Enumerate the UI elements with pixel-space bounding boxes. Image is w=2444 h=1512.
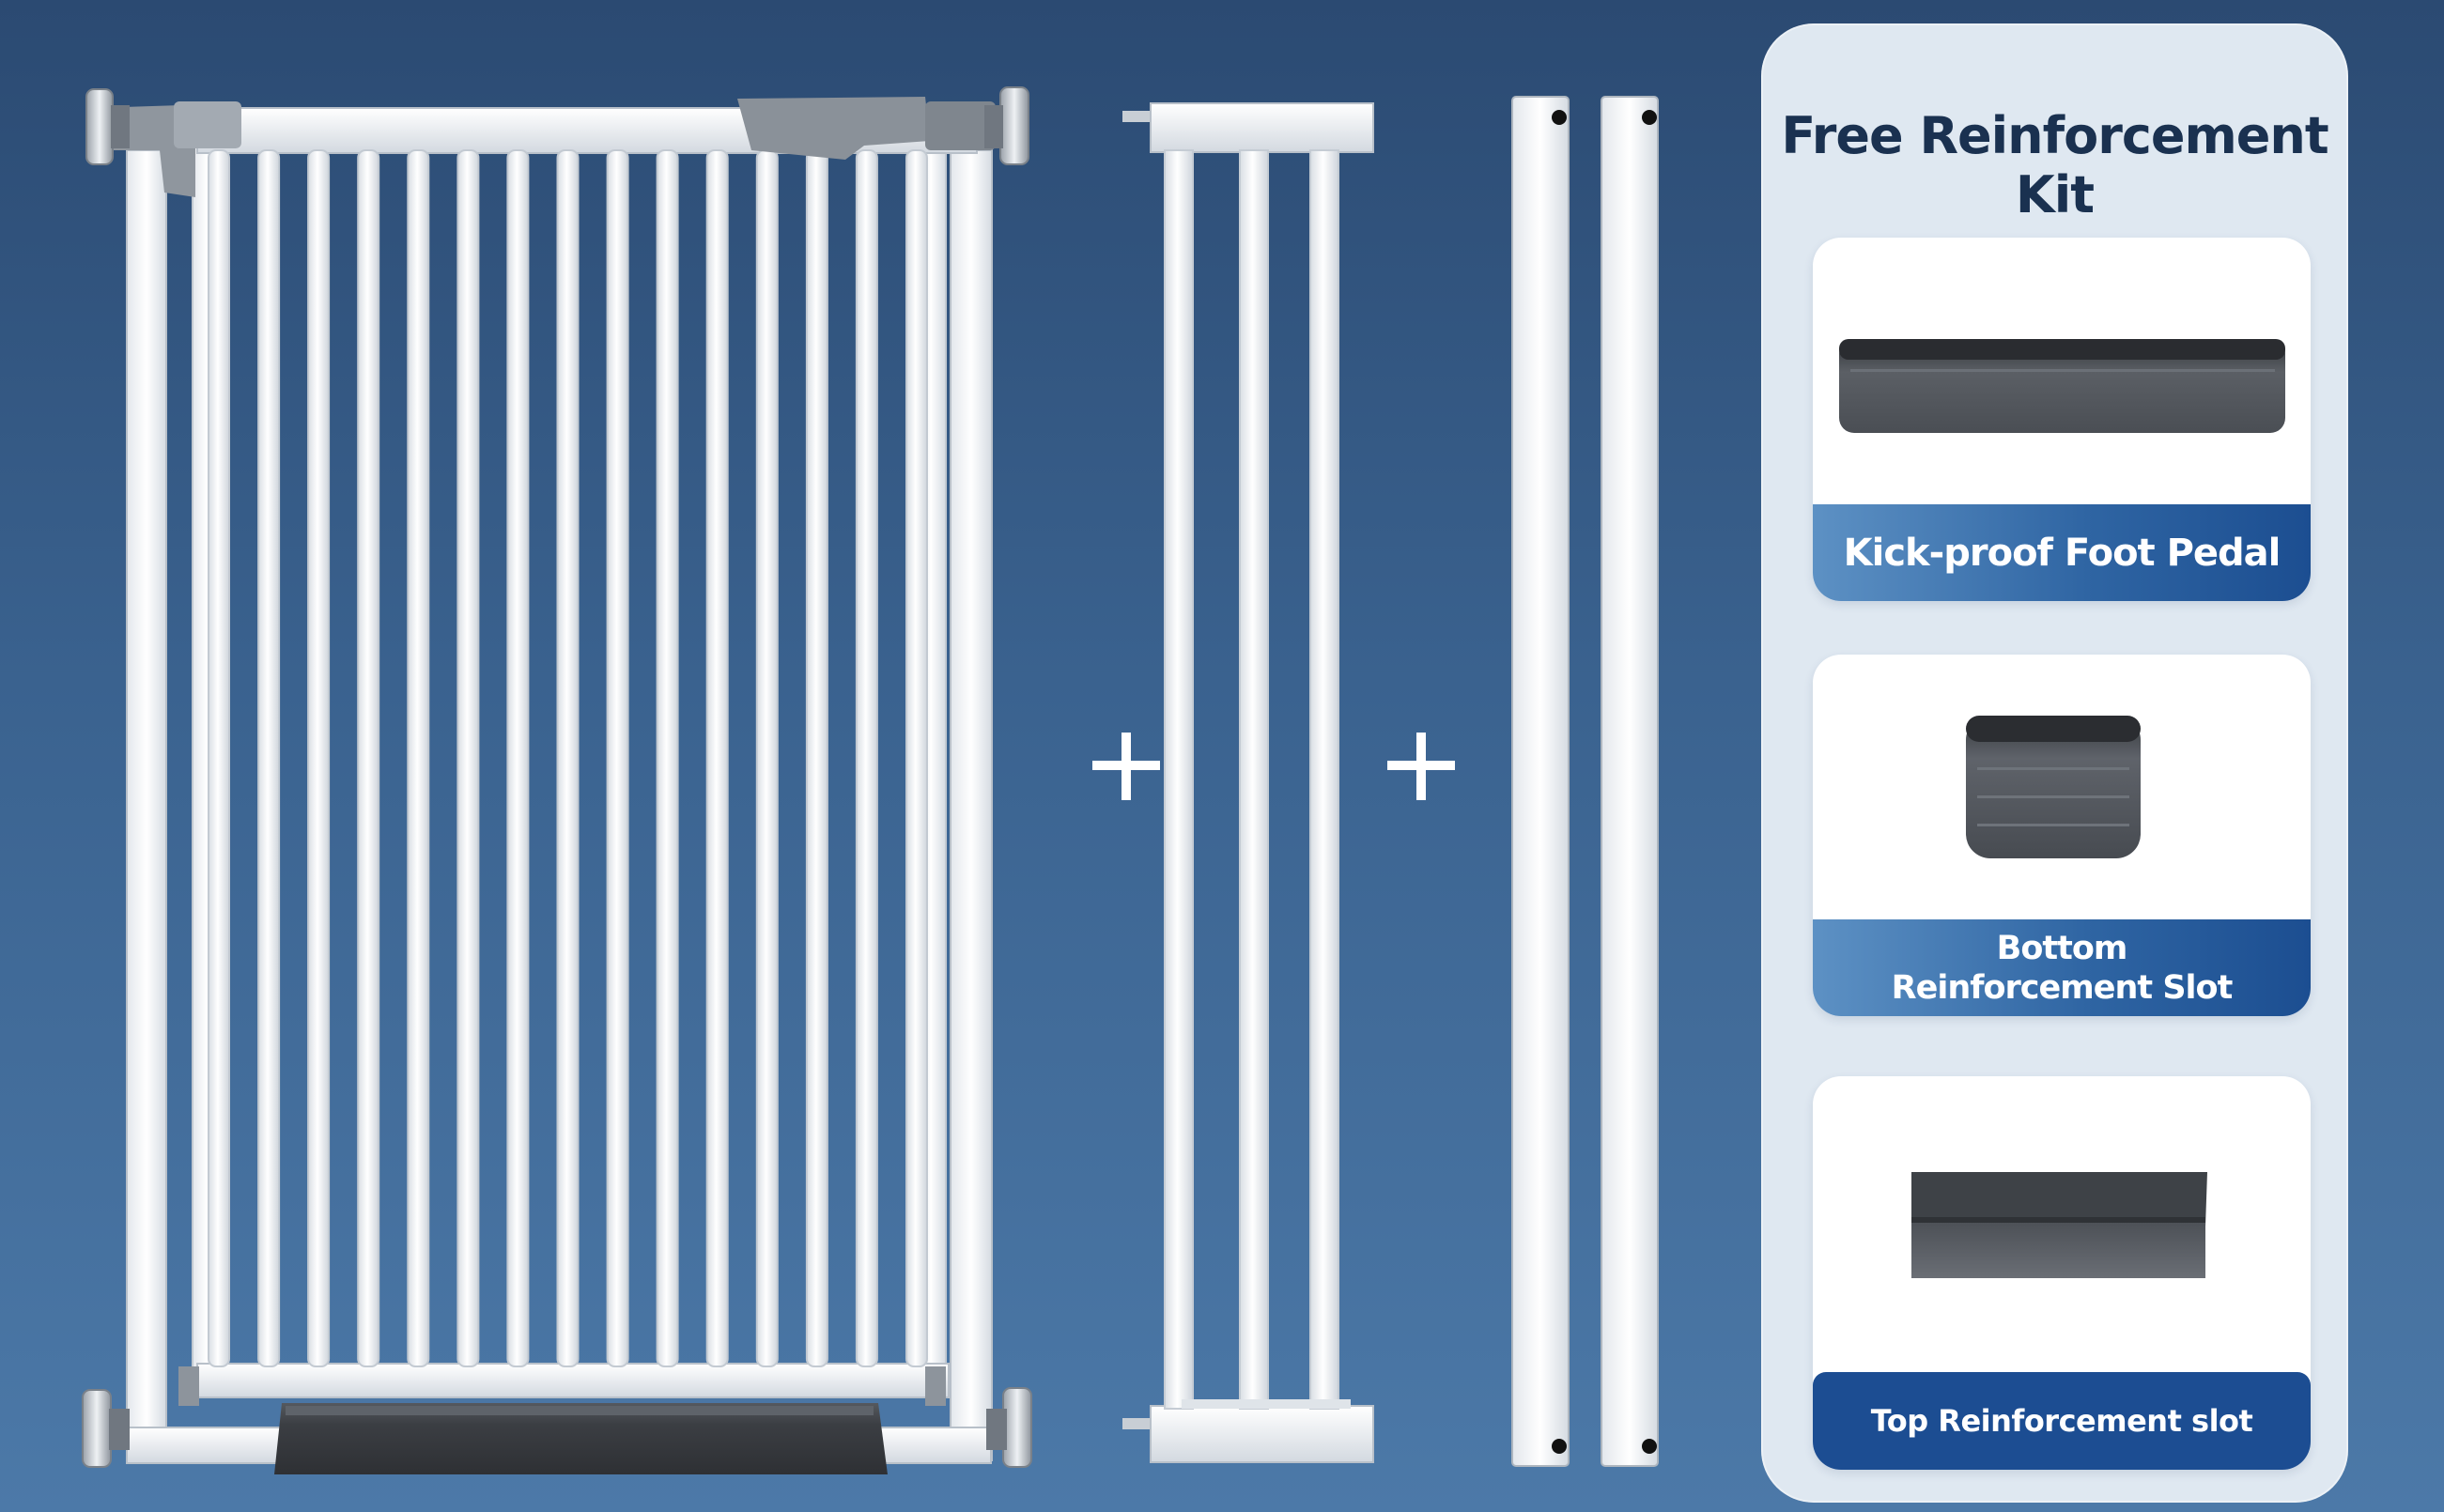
gate-bar <box>705 149 729 1367</box>
gate-bar <box>805 149 828 1367</box>
gate-left-post <box>126 149 167 1461</box>
top-slot-image <box>1911 1172 2207 1278</box>
gate-bar <box>257 149 281 1367</box>
pressure-knob-top-right <box>984 86 1029 165</box>
gate-bar <box>606 149 629 1367</box>
gate-bar <box>556 149 580 1367</box>
gate-bar <box>755 149 779 1367</box>
gate-bars <box>208 149 928 1367</box>
extension-pole-2 <box>1601 96 1659 1467</box>
gate-bar <box>208 149 230 1367</box>
pressure-knob-bottom-right <box>986 1387 1032 1468</box>
kit-card-foot-pedal: Kick-proof Foot Pedal <box>1813 238 2311 601</box>
extension-pole-1 <box>1511 96 1570 1467</box>
extension-panel <box>1122 102 1374 1463</box>
kit-card-label: Kick-proof Foot Pedal <box>1813 504 2311 601</box>
gate-bar <box>307 149 331 1367</box>
gate-illustration <box>82 86 1659 1474</box>
main-gate <box>82 86 1032 1474</box>
gate-bar <box>656 149 679 1367</box>
foot-pedal-image <box>1839 339 2285 433</box>
gate-bar <box>456 149 480 1367</box>
kit-card-label: Bottom Reinforcement Slot <box>1813 919 2311 1016</box>
pressure-knob-bottom-left <box>82 1389 130 1468</box>
bottom-slot-image <box>1966 716 2141 858</box>
plus-icon <box>1092 733 1160 800</box>
kit-title: Free Reinforcement Kit <box>1781 106 2328 224</box>
gate-bar <box>407 149 430 1367</box>
gate-bar <box>855 149 878 1367</box>
gate-bar <box>905 149 928 1367</box>
top-right-latch <box>737 97 930 160</box>
gate-bar <box>357 149 380 1367</box>
reinforcement-kit-panel: Free Reinforcement Kit Kick-proof Foot P… <box>1761 23 2348 1503</box>
foot-pedal <box>274 1403 888 1474</box>
kit-card-label: Top Reinforcement slot <box>1813 1372 2311 1470</box>
pressure-knob-top-left <box>85 88 130 165</box>
kit-card-bottom-slot: Bottom Reinforcement Slot <box>1813 655 2311 1016</box>
kit-card-top-slot: Top Reinforcement slot <box>1813 1076 2311 1470</box>
gate-bar <box>506 149 530 1367</box>
plus-icon <box>1387 733 1455 800</box>
gate-right-post <box>950 149 993 1461</box>
